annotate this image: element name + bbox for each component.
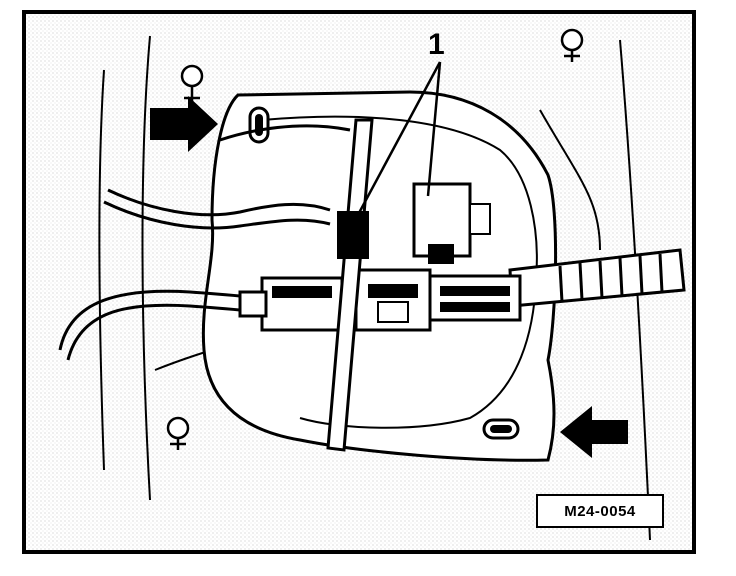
figure-code-label: M24-0054: [536, 494, 664, 528]
arrow-right-icon: [150, 96, 218, 152]
clip-icon: [166, 416, 190, 450]
callout-leaders: [350, 61, 442, 227]
body-panel-lines: [98, 35, 651, 541]
mounting-slot-bottom: [482, 418, 520, 440]
connector-upper: [412, 182, 491, 264]
strip-clamp: [337, 211, 369, 259]
arrow-left-icon: [560, 406, 628, 458]
mounting-slot-top: [248, 106, 270, 144]
connector-left: [238, 276, 344, 332]
wiring-harness: [58, 124, 351, 361]
retaining-strip: [326, 118, 374, 452]
clip-icon: [560, 28, 584, 62]
callout-number: 1: [428, 28, 445, 61]
connector-middle: [354, 268, 432, 332]
connector-right: [428, 274, 522, 322]
clip-icon: [180, 64, 204, 104]
